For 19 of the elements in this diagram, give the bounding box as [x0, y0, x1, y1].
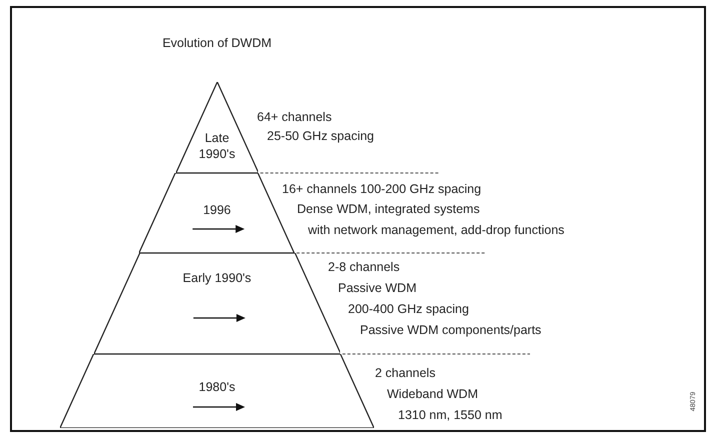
era-label: Early 1990's [182, 270, 252, 286]
tier-description: Wideband WDM [387, 387, 478, 402]
tier-description: Passive WDM components/parts [360, 323, 542, 338]
tier-description: 25-50 GHz spacing [267, 129, 374, 144]
tier-description: 2-8 channels [328, 260, 400, 275]
tier-description: Passive WDM [338, 281, 416, 296]
tier-description: Dense WDM, integrated systems [297, 202, 480, 217]
tier-description: 200-400 GHz spacing [348, 302, 469, 317]
diagram-title: Evolution of DWDM [161, 36, 273, 51]
tier-description: 64+ channels [257, 110, 332, 125]
tier-description: 16+ channels 100-200 GHz spacing [282, 182, 482, 197]
tier-description: with network management, add-drop functions [308, 223, 564, 238]
pyramid-tier [176, 82, 258, 173]
era-label: 1980's [198, 379, 236, 395]
tier-description: 1310 nm, 1550 nm [398, 408, 502, 423]
pyramid-tier [60, 354, 374, 428]
era-label: Late 1990's [198, 130, 236, 162]
era-label: 1996 [202, 202, 232, 218]
tier-description: 2 channels [375, 366, 436, 381]
